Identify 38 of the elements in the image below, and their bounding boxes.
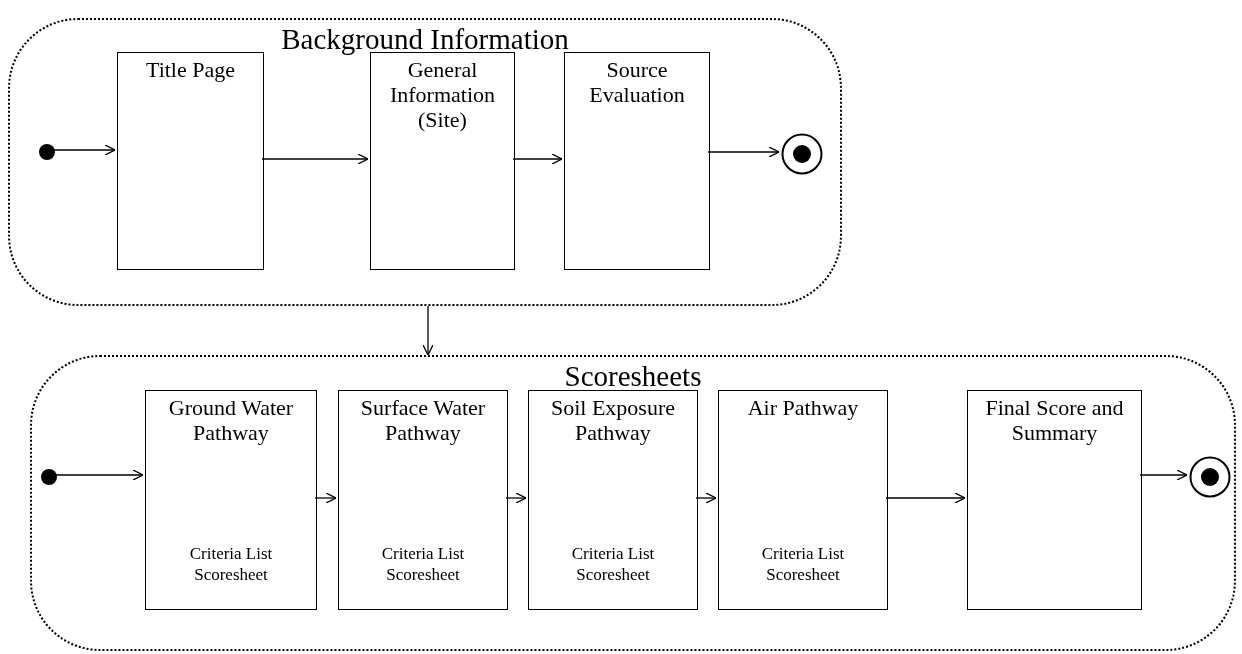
box-title: Ground Water Pathway: [167, 395, 295, 445]
arrow: [422, 305, 434, 356]
box-title: Final Score and Summary: [984, 395, 1125, 445]
box-title: Soil Exposure Pathway: [549, 395, 677, 445]
process-box: [564, 52, 710, 270]
end-node: [781, 133, 823, 175]
arrow: [695, 492, 717, 504]
dotted-group-frame: [8, 18, 842, 306]
process-box: [338, 390, 508, 610]
process-box: [117, 52, 264, 270]
arrow: [314, 492, 337, 504]
process-box: [718, 390, 888, 610]
box-title: Surface Water Pathway: [359, 395, 487, 445]
box-title: Source Evaluation: [588, 57, 686, 107]
box-note: Criteria List Scoresheet: [760, 543, 846, 585]
box-title: Title Page: [146, 57, 235, 82]
arrow: [261, 153, 369, 165]
end-node: [1189, 456, 1231, 498]
box-note: Criteria List Scoresheet: [570, 543, 656, 585]
arrow: [55, 469, 144, 481]
group-title: Scoresheets: [564, 361, 702, 391]
start-node: [38, 143, 56, 161]
arrow: [512, 153, 563, 165]
box-title: Air Pathway: [747, 395, 859, 420]
arrow: [53, 144, 116, 156]
arrow: [707, 146, 780, 158]
arrow: [1139, 469, 1188, 481]
process-box: [528, 390, 698, 610]
process-box: [145, 390, 317, 610]
arrow: [885, 492, 966, 504]
arrow: [505, 492, 527, 504]
box-note: Criteria List Scoresheet: [188, 543, 274, 585]
process-box: [967, 390, 1142, 610]
dotted-group-frame: [30, 355, 1236, 651]
group-title: Background Information: [281, 24, 569, 54]
box-title: General Information (Site): [388, 57, 497, 132]
start-node: [40, 468, 58, 486]
box-note: Criteria List Scoresheet: [380, 543, 466, 585]
